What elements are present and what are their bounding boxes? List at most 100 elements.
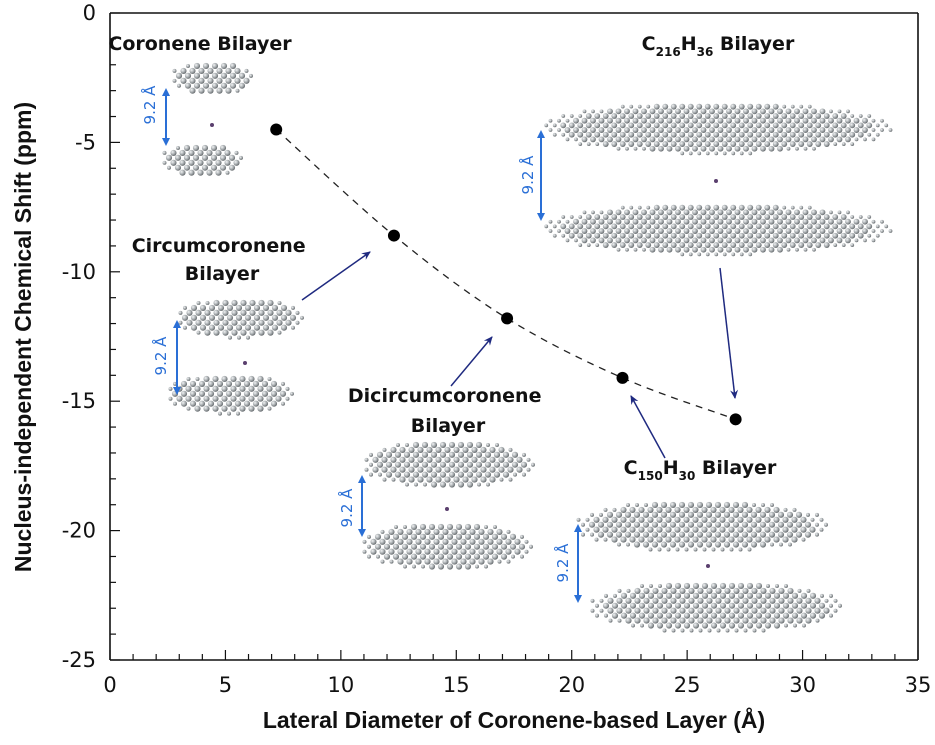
- atom: [819, 209, 826, 216]
- trend-line: [275, 128, 736, 420]
- atom: [466, 481, 474, 488]
- atom: [789, 122, 796, 129]
- atom: [180, 67, 187, 74]
- atom: [726, 218, 732, 225]
- atom: [770, 542, 774, 547]
- atom: [183, 144, 191, 152]
- atom: [726, 237, 732, 244]
- atom: [475, 471, 483, 478]
- atom: [836, 237, 843, 244]
- atom: [628, 223, 635, 230]
- atom: [721, 242, 728, 248]
- atom: [746, 526, 753, 533]
- atom: [645, 232, 652, 239]
- atom: [688, 617, 695, 624]
- atom: [628, 131, 635, 138]
- atom: [240, 299, 247, 307]
- atom: [484, 471, 492, 478]
- atom: [777, 521, 785, 528]
- atom: [760, 587, 767, 594]
- atom: [697, 252, 702, 257]
- atom: [606, 521, 614, 528]
- atom: [455, 553, 463, 560]
- atom: [683, 506, 690, 513]
- atom: [376, 461, 384, 468]
- atom: [185, 385, 192, 392]
- atom: [364, 457, 369, 462]
- atom: [666, 237, 673, 244]
- atom: [840, 214, 847, 220]
- atom: [755, 602, 763, 609]
- atom: [531, 462, 535, 467]
- atom: [811, 218, 817, 225]
- atom: [433, 528, 440, 535]
- atom: [508, 447, 513, 452]
- atom: [239, 155, 243, 160]
- atom: [626, 502, 630, 507]
- atom: [705, 531, 713, 538]
- atom: [687, 214, 694, 220]
- atom: [850, 114, 855, 118]
- atom: [764, 242, 771, 248]
- atom: [858, 114, 863, 118]
- atom: [222, 299, 229, 307]
- atom: [645, 223, 652, 230]
- atom: [611, 516, 618, 523]
- atom: [473, 543, 481, 550]
- atom: [751, 228, 758, 234]
- atom: [730, 232, 737, 239]
- atom: [410, 543, 418, 550]
- atom: [258, 319, 265, 326]
- atom: [444, 446, 451, 453]
- atom: [419, 553, 427, 560]
- atom: [369, 452, 373, 457]
- atom: [183, 154, 191, 161]
- atom: [240, 329, 247, 336]
- atom: [761, 628, 766, 633]
- atom: [424, 548, 431, 555]
- atom: [595, 613, 599, 618]
- atom: [832, 223, 839, 230]
- atom: [815, 532, 819, 537]
- atom: [755, 214, 762, 220]
- atom: [700, 136, 707, 143]
- separation-label-dicircumcoronene: 9.2 Å: [337, 488, 356, 528]
- atom: [722, 151, 727, 156]
- atom: [198, 77, 205, 84]
- atom: [706, 607, 713, 614]
- atom: [772, 103, 779, 110]
- atom: [475, 441, 483, 449]
- atom: [390, 446, 397, 453]
- atom: [619, 131, 626, 138]
- atom: [678, 501, 686, 509]
- atom: [772, 242, 779, 248]
- data-point: [616, 371, 629, 384]
- atom: [760, 209, 766, 216]
- atom: [683, 127, 690, 133]
- atom: [743, 117, 749, 124]
- atom: [666, 547, 671, 552]
- atom: [688, 597, 695, 604]
- atom: [235, 314, 243, 321]
- atom: [184, 82, 192, 89]
- atom: [170, 159, 177, 166]
- atom: [194, 385, 201, 392]
- atom: [764, 602, 772, 609]
- atom: [215, 149, 222, 156]
- atom: [417, 456, 424, 463]
- atom: [602, 131, 609, 138]
- atom: [849, 131, 856, 138]
- atom: [849, 122, 856, 129]
- atom: [728, 516, 735, 523]
- atom: [499, 477, 504, 482]
- atom: [823, 232, 830, 239]
- atom: [568, 232, 575, 239]
- atom: [800, 516, 807, 523]
- atom: [802, 218, 809, 225]
- atom: [641, 237, 647, 244]
- atom: [619, 113, 626, 119]
- atom: [787, 607, 794, 614]
- atom: [742, 587, 749, 594]
- atom: [493, 524, 497, 529]
- atom: [196, 330, 201, 335]
